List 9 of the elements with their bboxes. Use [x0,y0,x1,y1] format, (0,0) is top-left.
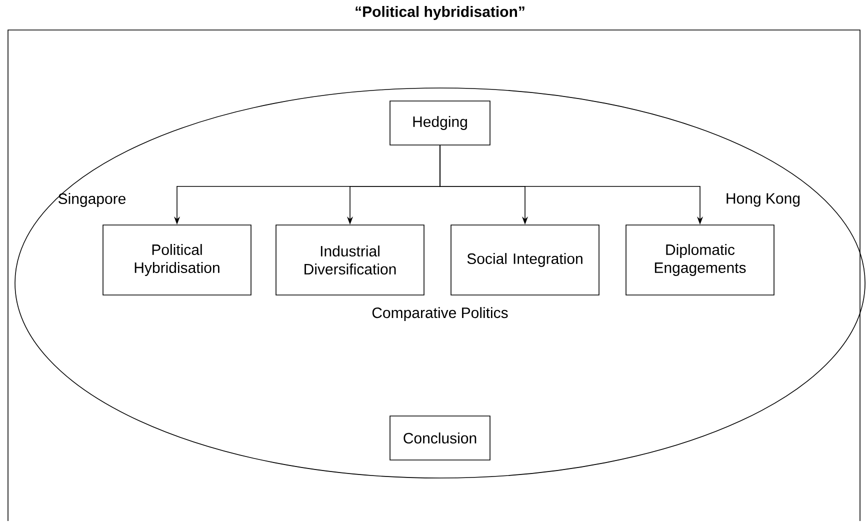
box: Social Integration [450,224,600,296]
box: Political Hybridisation [102,224,252,296]
box: Industrial Diversification [276,224,424,296]
box: Diplomatic Engagements [626,224,774,296]
place-label: Singapore [58,193,126,207]
box: Conclusion [390,416,490,460]
box: Hedging [390,100,490,146]
place-label: Hong Kong [726,193,800,207]
title: “Political hybridisation” [356,6,524,20]
